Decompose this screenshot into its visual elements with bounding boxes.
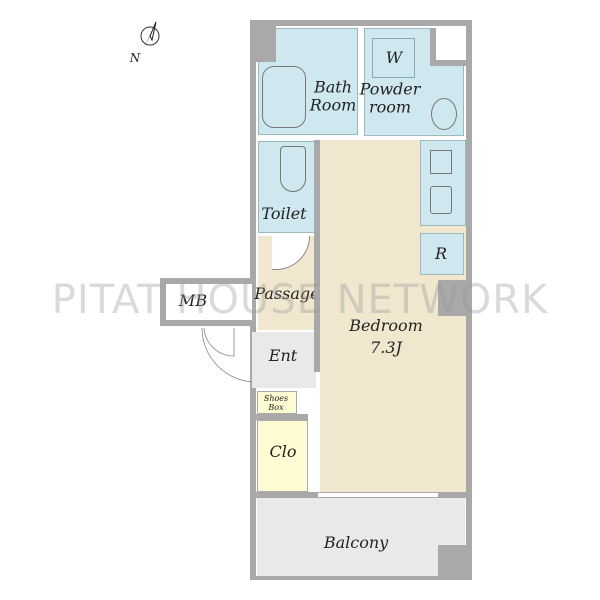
kitchen (420, 140, 466, 226)
stove-icon (430, 150, 452, 174)
fridge-space (420, 233, 464, 275)
kitchen-sink-icon (430, 186, 452, 214)
closet-label: Clo (269, 441, 297, 461)
bath-room-label: Bath Room (309, 77, 357, 115)
powder-room-label: Powder room (359, 79, 421, 117)
interior-wall (256, 414, 308, 420)
entry-door-swing (201, 327, 256, 383)
entrance (252, 332, 316, 388)
sink-icon (431, 98, 457, 130)
bedroom-wall (314, 140, 320, 372)
pillar (438, 545, 468, 580)
mb-label: MB (178, 290, 208, 310)
compass-north-label: N (129, 51, 141, 66)
pillar (256, 26, 276, 62)
balcony-label: Balcony (323, 532, 389, 552)
toilet-icon (280, 146, 306, 192)
watermark: PITAT HOUSE NETWORK (51, 277, 549, 323)
bathtub-icon (262, 66, 306, 128)
closet (257, 420, 308, 492)
shoes-box (257, 391, 297, 414)
shoes-box-label: Shoes Box (263, 393, 289, 412)
pillar (438, 280, 468, 316)
fridge-label: R (434, 243, 448, 263)
bedroom-size: 7.3J (370, 337, 402, 357)
notch (430, 28, 466, 66)
washer-space (372, 38, 415, 78)
compass-icon (130, 18, 170, 58)
window (318, 493, 438, 497)
balcony (257, 498, 465, 576)
mb-room (166, 284, 252, 320)
passage-label: Passage (254, 283, 320, 303)
entrance-label: Ent (268, 345, 298, 365)
toilet-label: Toilet (261, 203, 307, 223)
washer-label: W (385, 47, 403, 67)
bedroom-label: Bedroom (349, 315, 423, 335)
